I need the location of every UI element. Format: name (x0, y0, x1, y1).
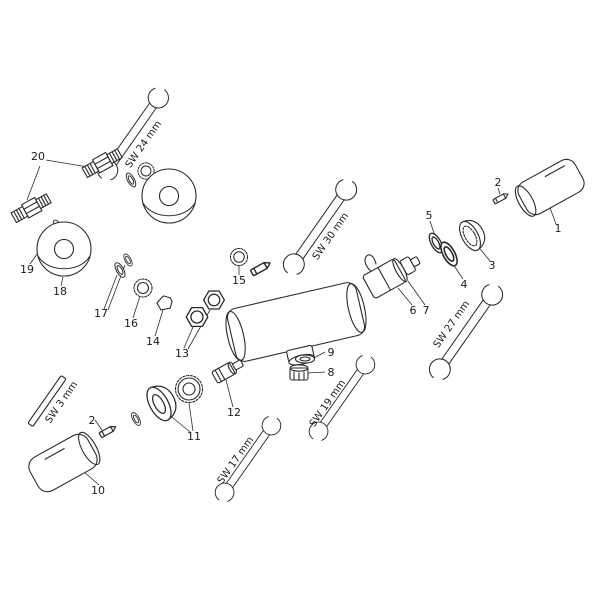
callout-8: 8 (328, 366, 335, 379)
callout-5: 5 (426, 209, 433, 222)
part-6-7-thermostat-cartridge (362, 254, 421, 299)
part-11-spline-adapter (174, 374, 204, 404)
callout-19: 19 (20, 263, 34, 276)
part-washer-upper (123, 171, 139, 189)
tool-label-sw17: SW 17 mm (216, 435, 256, 486)
callout-6: 6 (410, 304, 417, 317)
callout-16: 16 (124, 317, 138, 330)
callout-20: 20 (31, 150, 45, 163)
allen-key-sw3-icon (27, 375, 67, 427)
part-15-nut (229, 247, 249, 267)
part-18-escutcheon-lower (36, 221, 92, 277)
part-14-check-valve (156, 295, 173, 311)
callout-12: 12 (227, 406, 241, 419)
part-17-seal-a (112, 260, 128, 280)
callout-1: 1 (555, 222, 562, 235)
part-12-valve-screw (211, 359, 244, 384)
part-8-nut (289, 364, 309, 381)
callout-labels: 20 19 18 17 16 14 13 15 12 11 2 10 9 8 6… (20, 150, 562, 497)
part-3-grip-cap (459, 219, 486, 252)
callout-4: 4 (461, 278, 468, 291)
callout-17: 17 (94, 307, 108, 320)
callout-14: 14 (146, 335, 160, 348)
part-16-filter-nut (133, 278, 153, 298)
part-18-escutcheon-upper (141, 168, 197, 224)
part-11-ring (129, 410, 143, 428)
callout-13: 13 (175, 347, 189, 360)
tool-label-sw19: SW 19 mm (308, 378, 348, 429)
callout-2-lower: 2 (89, 414, 96, 427)
callout-11: 11 (187, 430, 201, 443)
part-2-grub-screw-lower (98, 423, 118, 439)
callout-15: 15 (232, 274, 246, 287)
callout-3: 3 (489, 259, 496, 272)
wrench-sw27-icon (424, 279, 508, 385)
callout-9: 9 (328, 346, 335, 359)
part-1-handle (514, 158, 585, 217)
part-13-nut-a (185, 306, 209, 328)
part-20-s-union-lower (9, 191, 53, 225)
part-10-handle (28, 431, 101, 493)
tool-label-sw24: SW 24 mm (124, 119, 164, 170)
part-15-adapter (249, 259, 273, 277)
part-4-ring (436, 238, 462, 270)
callout-18: 18 (53, 285, 67, 298)
part-mixer-body (225, 282, 367, 366)
part-13-nut-b (203, 290, 225, 310)
part-17-seal-b (121, 252, 135, 268)
part-2-grub-screw-upper (492, 191, 510, 205)
callout-7: 7 (423, 304, 430, 317)
wrench-sw19-icon (305, 351, 379, 445)
callout-10: 10 (91, 484, 105, 497)
wrench-sw30-icon (278, 174, 362, 280)
callout-2-upper: 2 (495, 176, 502, 189)
part-9-seal (294, 354, 316, 364)
part-11-cap (141, 379, 183, 426)
wrench-sw17-icon (211, 412, 285, 506)
